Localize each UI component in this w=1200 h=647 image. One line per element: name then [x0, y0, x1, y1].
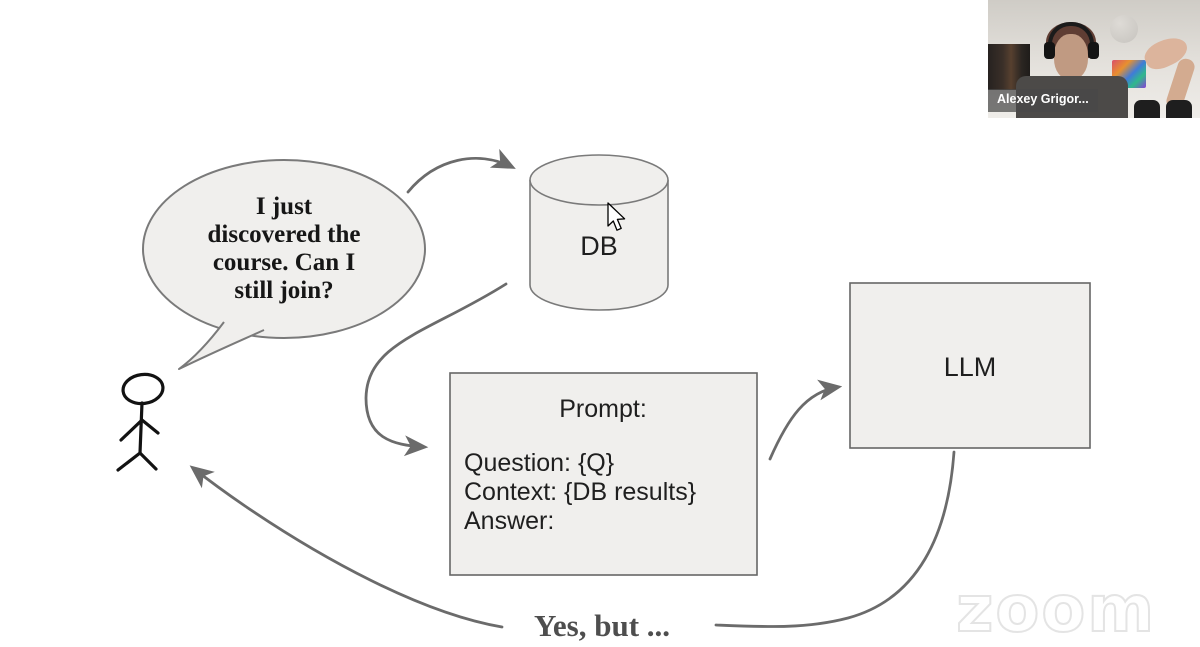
chair-back-2	[1166, 100, 1192, 118]
db-label: DB	[580, 231, 618, 261]
webcam-tile[interactable]: Alexey Grigor...	[988, 0, 1200, 118]
participant-name-label: Alexey Grigor...	[988, 89, 1098, 112]
arrow-bubble-to-db	[406, 148, 516, 194]
return-arrow-left-segment	[189, 465, 504, 629]
headphones-earcup-left	[1044, 42, 1055, 59]
bubble-line-3: course. Can I	[213, 249, 355, 276]
arrow-db-to-prompt	[364, 282, 508, 457]
chair-back-1	[1134, 100, 1160, 118]
answer-text: Yes, but ...	[534, 608, 670, 643]
arrow-prompt-to-llm	[768, 379, 843, 461]
prompt-line-question: Question: {Q}	[464, 449, 614, 477]
llm-box: LLM	[849, 282, 1091, 449]
mouse-cursor	[607, 202, 626, 231]
headphones-earcup-right	[1088, 42, 1099, 59]
llm-label: LLM	[944, 352, 997, 382]
prompt-box: Prompt: Question: {Q} Context: {DB resul…	[449, 372, 758, 576]
bubble-line-1: I just	[256, 193, 313, 220]
prompt-title: Prompt:	[559, 395, 647, 423]
prompt-line-context: Context: {DB results}	[464, 478, 696, 506]
speech-bubble: I just discovered the course. Can I stil…	[142, 159, 426, 370]
bubble-line-2: discovered the	[208, 221, 361, 248]
return-arrow-right-segment	[714, 450, 956, 628]
prompt-line-answer: Answer:	[464, 507, 554, 535]
zoom-watermark: zoom	[955, 573, 1156, 647]
bubble-line-4: still join?	[234, 277, 333, 304]
db-cylinder: DB	[529, 154, 669, 311]
ceiling-lamp	[1110, 15, 1138, 43]
stick-figure	[116, 372, 165, 472]
